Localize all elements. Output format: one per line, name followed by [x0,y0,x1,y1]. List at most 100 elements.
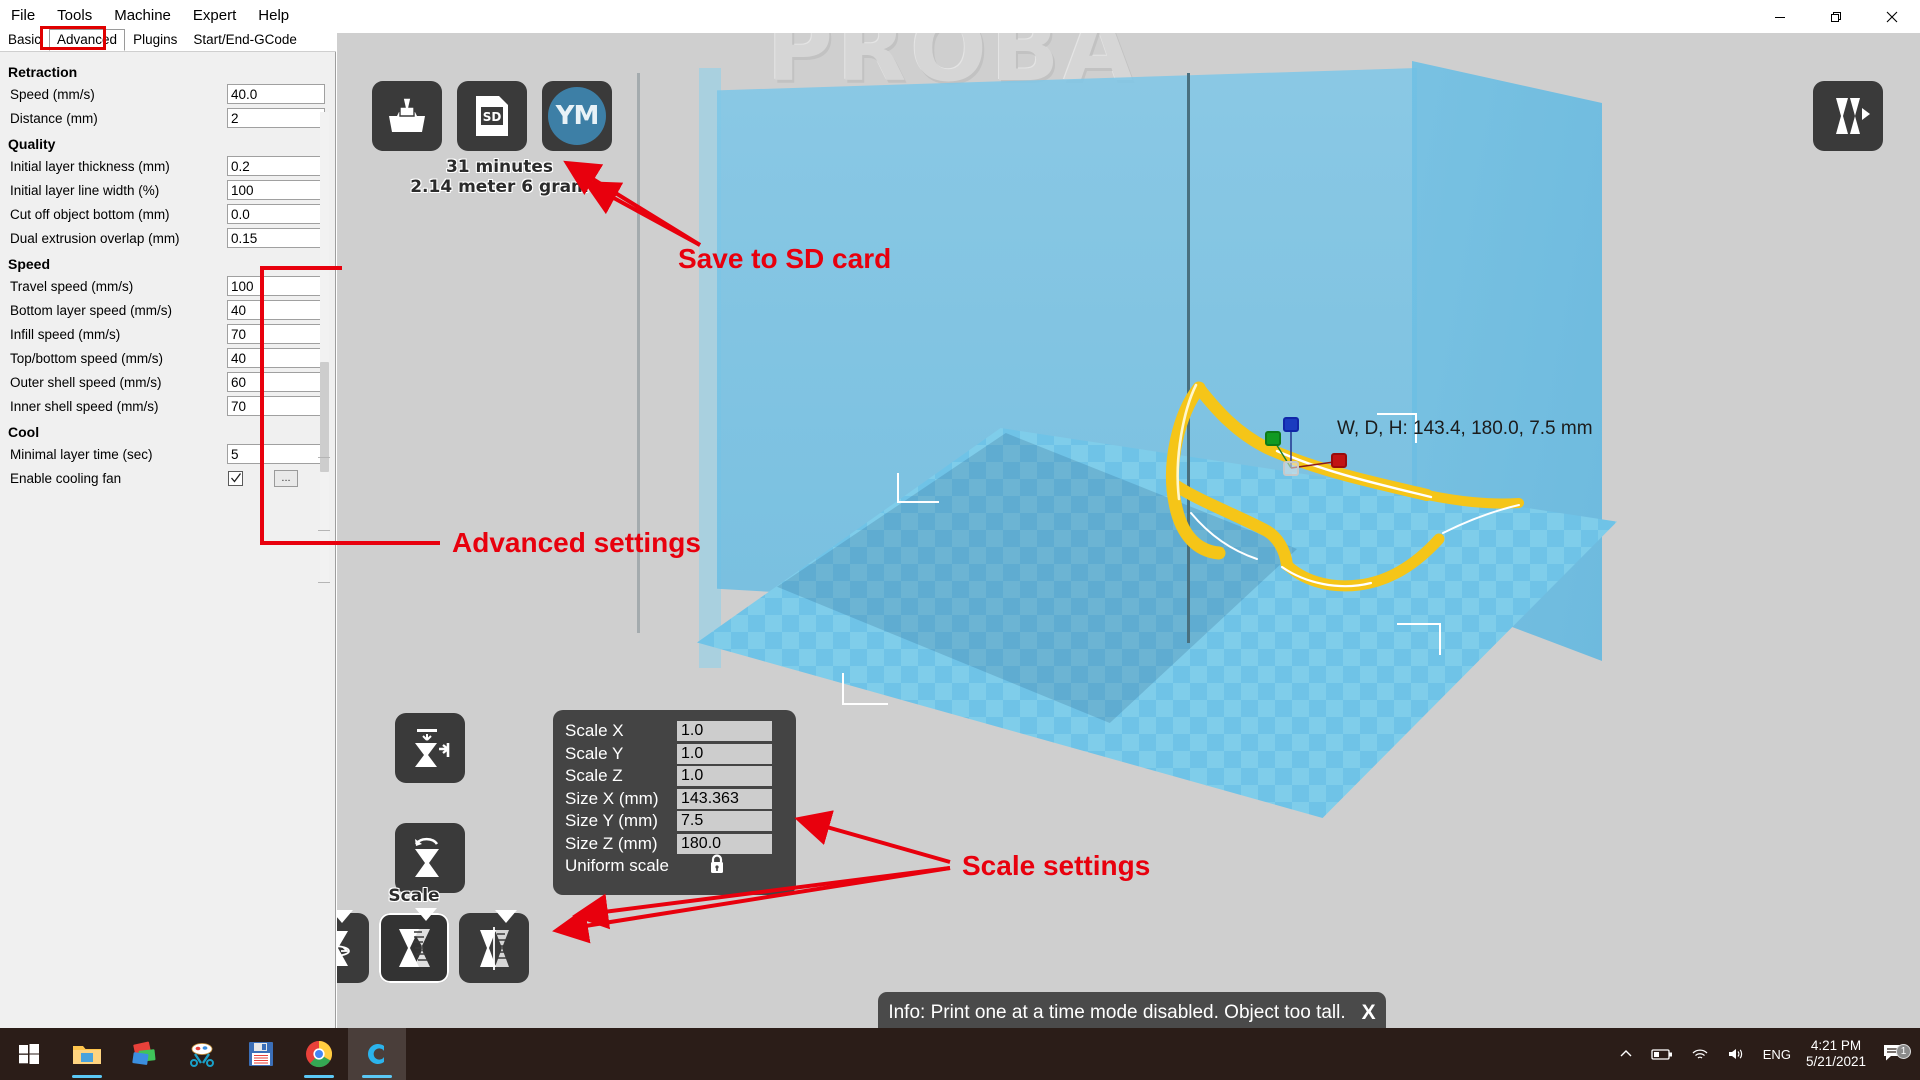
info-close-button[interactable]: X [1361,1001,1376,1024]
input-initial-layer-line-width[interactable] [227,180,325,200]
notification-center-button[interactable]: 1 [1878,1042,1920,1067]
input-inner-shell-speed[interactable] [227,396,325,416]
input-bottom-layer-speed[interactable] [227,300,325,320]
scale-tool-button[interactable] [379,913,449,983]
chrome-button[interactable] [290,1028,348,1080]
input-initial-layer-thickness[interactable] [227,156,325,176]
tab-advanced[interactable]: Advanced [49,29,126,51]
tab-start-end-gcode[interactable]: Start/End-GCode [193,32,297,47]
plate-corner-mark-4 [1397,623,1441,655]
lay-flat-icon [415,729,450,767]
folder-icon [73,1046,101,1064]
input-outer-shell-speed[interactable] [227,372,325,392]
input-size-y[interactable] [677,811,772,832]
label-dual-extrusion-overlap: Dual extrusion overlap (mm) [10,230,180,246]
show-hidden-icons-button[interactable] [1610,1047,1642,1061]
notification-badge: 1 [1896,1043,1911,1059]
scale-popup-row-scale-x: Scale X [565,720,784,743]
cura-active-indicator [362,1075,392,1078]
label-retraction-speed: Speed (mm/s) [10,86,95,102]
grid-pole-right [1187,73,1190,643]
photos-icon [132,1041,156,1065]
input-retraction-speed[interactable] [227,84,325,104]
label-scale-z: Scale Z [565,766,623,786]
gizmo-handle-x[interactable] [1331,453,1347,468]
input-size-z[interactable] [677,833,772,854]
input-infill-speed[interactable] [227,324,325,344]
battery-button[interactable] [1642,1047,1682,1061]
load-model-button[interactable] [372,81,442,151]
input-cut-off-object-bottom[interactable] [227,204,325,224]
sd-card-icon: SD [476,96,508,136]
volume-button[interactable] [1718,1047,1754,1061]
input-scale-z[interactable] [677,766,772,787]
rotate-icon [337,931,350,966]
lock-icon[interactable] [707,853,727,880]
mirror-tool-button[interactable] [459,913,529,983]
save-to-sd-button[interactable]: SD [457,81,527,151]
language-indicator[interactable]: ENG [1762,1046,1791,1062]
menu-machine[interactable]: Machine [114,7,171,24]
input-retraction-distance[interactable] [227,108,325,128]
tab-plugins[interactable]: Plugins [133,32,178,47]
input-scale-y[interactable] [677,743,772,764]
paint-button[interactable] [174,1028,232,1080]
setting-row-initial-layer-line-width: Initial layer line width (%) [0,178,335,202]
cooling-fan-more-button[interactable]: ... [274,470,298,487]
clock[interactable]: 4:21 PM 5/21/2021 [1800,1038,1878,1070]
label-infill-speed: Infill speed (mm/s) [10,326,121,342]
save-app-button[interactable] [232,1028,290,1080]
reset-button[interactable] [395,823,465,893]
3d-model-object[interactable] [1127,353,1547,613]
input-scale-x[interactable] [677,721,772,742]
transform-gizmo[interactable] [1257,413,1347,483]
plate-corner-mark-1 [897,473,939,503]
settings-scrollbar-thumb[interactable] [320,362,329,472]
gizmo-handle-y[interactable] [1265,431,1281,446]
settings-scrollbar-track[interactable] [320,112,329,582]
setting-row-infill-speed: Infill speed (mm/s) [0,322,335,346]
scale-popup-row-size-z: Size Z (mm) [565,833,784,856]
rotate-tool-button[interactable] [337,913,369,983]
print-material-line: 2.14 meter 6 gram [410,177,589,197]
file-explorer-button[interactable] [58,1028,116,1080]
label-retraction-distance: Distance (mm) [10,110,98,126]
label-size-x: Size X (mm) [565,788,659,808]
input-top-bottom-speed[interactable] [227,348,325,368]
start-button[interactable] [0,1028,58,1080]
group-header-speed: Speed [8,256,51,272]
settings-panel: Retraction Speed (mm/s) Distance (mm) Qu… [0,52,336,1028]
wifi-button[interactable] [1682,1047,1718,1061]
cura-button[interactable] [348,1028,406,1080]
rotate-tool-badge [337,910,353,923]
photos-button[interactable] [116,1028,174,1080]
floppy-icon [249,1042,273,1066]
input-minimal-layer-time[interactable] [227,444,325,464]
menu-help[interactable]: Help [258,7,290,24]
menu-tools[interactable]: Tools [57,7,93,24]
check-icon [230,473,241,483]
close-button[interactable] [1864,0,1920,33]
tab-basic[interactable]: Basic [8,32,42,47]
maximize-button[interactable] [1808,0,1864,33]
info-message: Info: Print one at a time mode disabled.… [888,1002,1346,1023]
lay-flat-button[interactable] [395,713,465,783]
menu-expert[interactable]: Expert [192,7,237,24]
view-mode-button[interactable] [1813,81,1883,151]
minimize-button[interactable] [1752,0,1808,33]
input-dual-extrusion-overlap[interactable] [227,228,325,248]
checkbox-enable-cooling-fan[interactable] [228,470,243,486]
object-dimension-label: W, D, H: 143.4, 180.0, 7.5 mm [1337,418,1593,439]
gizmo-center-handle[interactable] [1283,461,1299,476]
setting-row-outer-shell-speed: Outer shell speed (mm/s) [0,370,335,394]
youmagine-button[interactable]: YM [542,81,612,151]
setting-row-minimal-layer-time: Minimal layer time (sec) [0,442,335,466]
input-size-x[interactable] [677,788,772,809]
group-header-quality: Quality [8,136,56,152]
menu-file[interactable]: File [11,7,36,24]
gizmo-handle-z[interactable] [1283,417,1299,432]
cura-icon [368,1044,384,1064]
input-travel-speed[interactable] [227,276,325,296]
window-controls [1752,0,1920,33]
